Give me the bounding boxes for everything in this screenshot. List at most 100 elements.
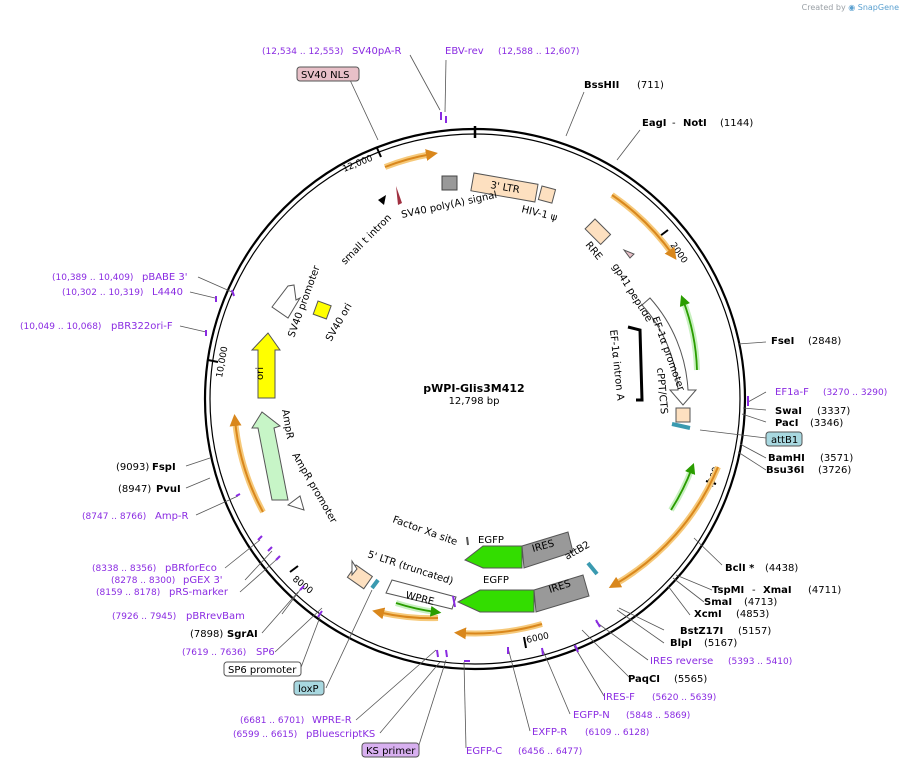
small-t-intron-shape xyxy=(378,195,386,205)
svg-text:SP6: SP6 xyxy=(256,647,275,658)
svg-text:small t intron: small t intron xyxy=(339,212,394,267)
primer-prs-marker: (8159 .. 8178)pRS-marker xyxy=(96,587,229,598)
primer-pbr322ori-f: (10,049 .. 10,068)pBR322ori-F xyxy=(20,321,173,332)
svg-text:BstZ17I: BstZ17I xyxy=(680,626,723,637)
svg-text:EGFP-C: EGFP-C xyxy=(466,746,502,757)
svg-text:(5157): (5157) xyxy=(738,626,771,637)
svg-text:-: - xyxy=(672,118,676,129)
attb1-mark xyxy=(671,422,691,430)
primer-pbrforeco: (8338 .. 8356) pBRforEco xyxy=(92,563,217,574)
svg-text:pBluescriptKS: pBluescriptKS xyxy=(306,729,375,740)
ires1-shape xyxy=(521,531,574,569)
cppt-shape xyxy=(675,407,691,423)
primer-sp6: (7619 .. 7636) SP6 xyxy=(182,647,275,658)
ks-mark xyxy=(452,595,456,608)
site-swai: SwaI(3337) xyxy=(775,406,850,417)
primer-pgex-3: (8278 .. 8300)pGEX 3' xyxy=(111,575,223,586)
svg-text:(6599 .. 6615): (6599 .. 6615) xyxy=(233,730,297,740)
svg-text:EGFP: EGFP xyxy=(483,575,509,586)
svg-text:(7619 .. 7636): (7619 .. 7636) xyxy=(182,648,246,658)
ori-arrow xyxy=(250,332,281,399)
svg-text:XmaI: XmaI xyxy=(763,585,792,596)
svg-text:SV40 poly(A) signal: SV40 poly(A) signal xyxy=(400,190,498,221)
wpre-shape xyxy=(385,579,457,610)
svg-text:HIV-1 ψ: HIV-1 ψ xyxy=(520,204,558,224)
svg-text:attB1: attB1 xyxy=(771,435,798,446)
site-bstz17i: BstZ17I (5157) xyxy=(680,626,771,637)
svg-text:PaqCI: PaqCI xyxy=(628,674,660,685)
site-paci: PacI(3346) xyxy=(775,418,843,429)
svg-text:(6681 .. 6701): (6681 .. 6701) xyxy=(240,716,304,726)
sv40-nls-mark xyxy=(396,186,402,205)
svg-text:Factor Xa site: Factor Xa site xyxy=(391,514,459,548)
svg-text:-: - xyxy=(752,585,756,596)
sv40-polya-shape xyxy=(441,175,458,191)
ampr-promoter-arrow xyxy=(286,495,305,511)
site-sgrai: (7898)SgrAI xyxy=(190,629,258,640)
svg-text:(8278 .. 8300): (8278 .. 8300) xyxy=(111,576,175,586)
svg-text:IRES-F: IRES-F xyxy=(603,692,635,703)
attb1-label: attB1 xyxy=(765,431,803,447)
primer-ebv-rev: EBV-rev(12,588 .. 12,607) xyxy=(445,46,579,57)
svg-text:(7898): (7898) xyxy=(190,629,223,640)
site-pvui: (8947)PvuI xyxy=(118,484,181,495)
primer-egfp-c: EGFP-C (6456 .. 6477) xyxy=(466,746,582,757)
plasmid-name: pWPI-Glis3M412 xyxy=(423,382,524,395)
svg-text:(10,049 .. 10,068): (10,049 .. 10,068) xyxy=(20,322,101,332)
svg-text:FseI: FseI xyxy=(771,336,794,347)
svg-text:EF-1α intron A: EF-1α intron A xyxy=(607,329,625,401)
svg-text:(6456 .. 6477): (6456 .. 6477) xyxy=(518,747,582,757)
svg-text:(8338 .. 8356): (8338 .. 8356) xyxy=(92,564,156,574)
svg-text:BamHI: BamHI xyxy=(768,453,805,464)
svg-text:pBRrevBam: pBRrevBam xyxy=(186,611,245,622)
svg-text:6000: 6000 xyxy=(526,631,551,646)
svg-text:TspMI: TspMI xyxy=(712,585,744,596)
ltr5-shape xyxy=(346,564,374,590)
svg-text:(5565): (5565) xyxy=(674,674,707,685)
svg-text:XcmI: XcmI xyxy=(694,609,722,620)
sv40-promoter-arrow xyxy=(271,284,302,319)
hiv-psi-shape xyxy=(537,185,557,204)
svg-text:(3726): (3726) xyxy=(818,465,851,476)
svg-text:BlpI: BlpI xyxy=(670,638,692,649)
svg-text:Amp-R: Amp-R xyxy=(155,511,189,522)
site-bamhi: BamHI(3571) xyxy=(768,453,853,464)
site-bsshii: BssHII(711) xyxy=(584,80,664,91)
site-fspi: (9093)FspI xyxy=(116,462,176,473)
svg-text:IRES reverse: IRES reverse xyxy=(650,656,713,667)
primer-l4440: (10,302 .. 10,319)L4440 xyxy=(62,287,183,298)
svg-text:10,000: 10,000 xyxy=(215,346,230,379)
site-bsu36i: Bsu36I(3726) xyxy=(766,465,851,476)
primer-pbrrevbam: (7926 .. 7945) pBRrevBam xyxy=(112,611,245,622)
primer-ires-reverse: IRES reverse(5393 .. 5410) xyxy=(650,656,792,667)
svg-text:EagI: EagI xyxy=(642,118,666,129)
svg-text:(7926 .. 7945): (7926 .. 7945) xyxy=(112,612,176,622)
site-paqci: PaqCI (5565) xyxy=(628,674,707,685)
svg-text:loxP: loxP xyxy=(298,684,319,695)
svg-text:pRS-marker: pRS-marker xyxy=(169,587,229,598)
svg-text:SP6 promoter: SP6 promoter xyxy=(228,665,297,676)
egfp1-arrow xyxy=(464,545,523,569)
svg-text:EBV-rev: EBV-rev xyxy=(445,46,484,57)
svg-text:8000: 8000 xyxy=(290,574,314,596)
ltr3-shape xyxy=(470,172,539,203)
svg-text:(9093): (9093) xyxy=(116,462,149,473)
svg-text:cPPT/CTS: cPPT/CTS xyxy=(654,367,669,414)
site-blpi: BlpI(5167) xyxy=(670,638,737,649)
svg-text:(5620 .. 5639): (5620 .. 5639) xyxy=(652,693,716,703)
svg-text:KS primer: KS primer xyxy=(366,746,416,757)
svg-text:pBRforEco: pBRforEco xyxy=(165,563,217,574)
primer-ires-f: IRES-F (5620 .. 5639) xyxy=(603,692,716,703)
svg-text:SV40pA-R: SV40pA-R xyxy=(352,46,401,57)
svg-text:L4440: L4440 xyxy=(152,287,183,298)
site-tspmi-xmai: TspMI-XmaI(4711) xyxy=(712,585,841,596)
primer-ef1a-f: EF1a-F(3270 .. 3290) xyxy=(775,387,887,398)
sp6-promoter-mark xyxy=(351,559,358,577)
svg-text:(1144): (1144) xyxy=(720,118,753,129)
svg-text:(8747 .. 8766): (8747 .. 8766) xyxy=(82,512,146,522)
site-xcmi: XcmI(4853) xyxy=(694,609,769,620)
primer-amp-r: (8747 .. 8766) Amp-R xyxy=(82,511,189,522)
ks-primer-label: KS primer xyxy=(361,742,420,758)
svg-text:(3337): (3337) xyxy=(817,406,850,417)
